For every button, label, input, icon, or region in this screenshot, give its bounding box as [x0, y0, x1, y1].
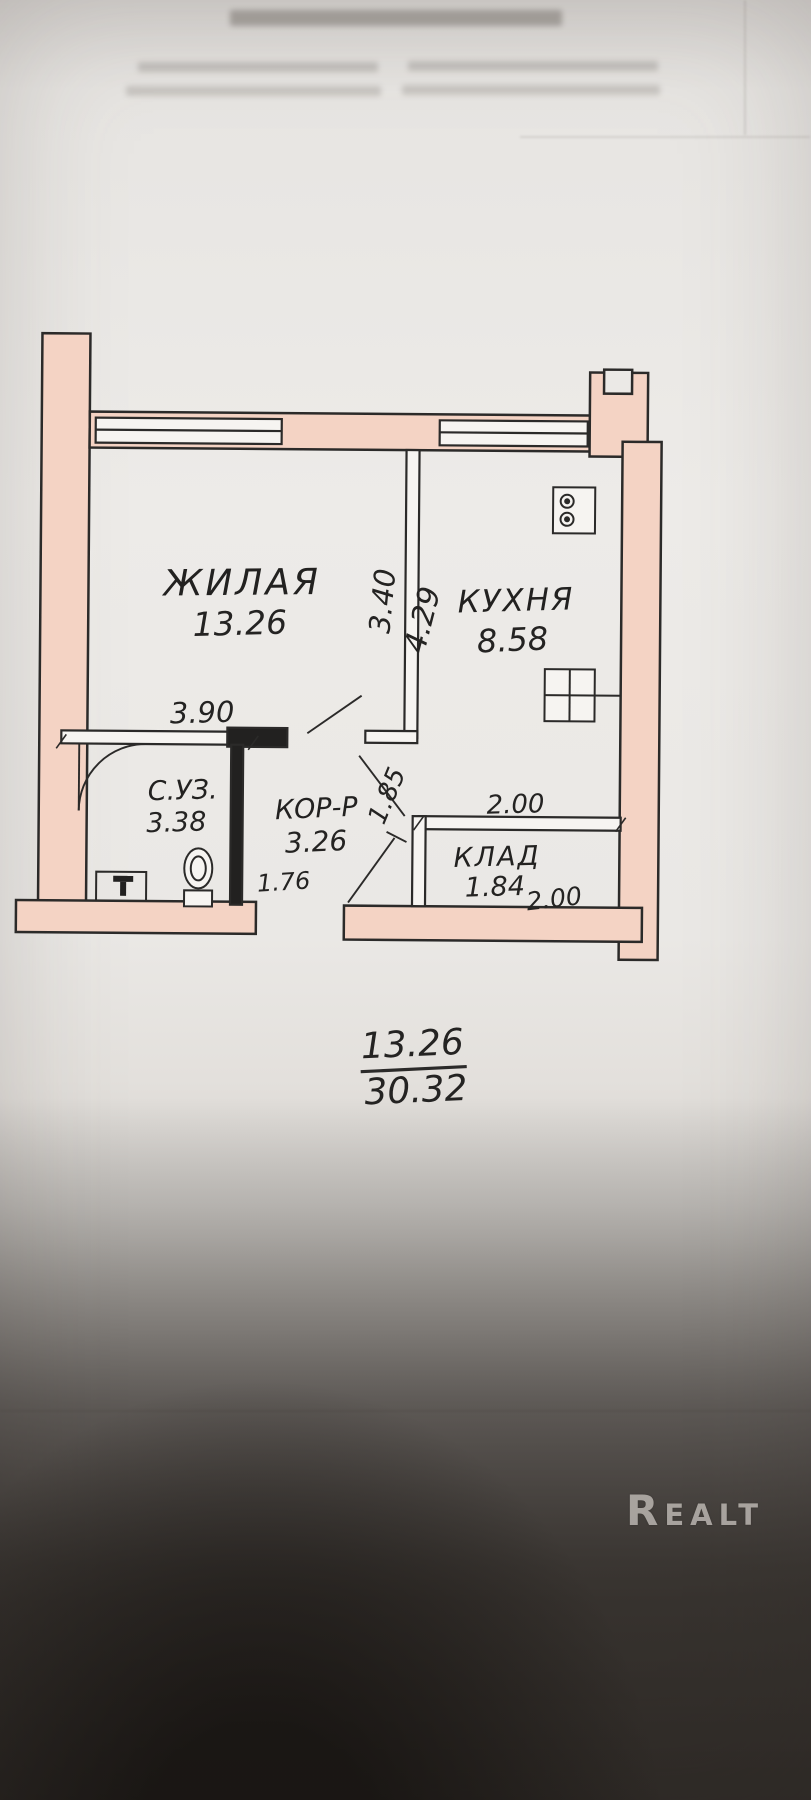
room-area-corridor: 3.26 — [284, 824, 348, 860]
room-label-corridor: КОР-Р — [274, 792, 359, 827]
dim-living-width: 3.90 — [169, 695, 234, 731]
wall-right — [617, 440, 663, 962]
partition-jog — [364, 729, 419, 745]
wall-bottom-right — [342, 904, 644, 944]
room-label-bathroom: С.УЗ. — [147, 774, 218, 807]
wall-left — [36, 331, 92, 929]
partition-bathroom-corridor — [228, 743, 245, 906]
dim-closet-width-top: 2.00 — [486, 789, 545, 821]
entrance-door-leaf — [347, 837, 396, 904]
room-area-closet: 1.84 — [464, 871, 525, 904]
toilet-icon — [182, 847, 214, 908]
bathroom-door-arc — [77, 743, 147, 811]
room-label-living: ЖИЛАЯ — [161, 562, 321, 605]
dim-living-depth: 3.40 — [362, 567, 402, 635]
window-living-midline — [95, 428, 282, 433]
window-kitchen-midline — [439, 431, 588, 435]
area-summary: 13.26 30.32 — [360, 1022, 469, 1114]
realt-watermark: Realt — [626, 1486, 765, 1535]
washbasin-icon — [95, 870, 148, 902]
partition-living-bathroom — [60, 729, 255, 746]
dim-corridor-opening: 1.85 — [363, 763, 413, 828]
kitchen-sink-icon — [543, 668, 621, 723]
stove-icon — [551, 486, 597, 535]
living-door-leaf — [306, 694, 363, 735]
summary-living-total: 13.26 — [360, 1022, 465, 1068]
room-area-kitchen: 8.58 — [476, 619, 549, 660]
entrance-door-tick — [386, 831, 407, 843]
room-label-closet: КЛАД — [453, 841, 541, 874]
pilaster-notch — [602, 368, 634, 396]
wall-bottom-left — [14, 898, 258, 936]
room-area-living: 13.26 — [192, 602, 288, 644]
summary-overall-total: 30.32 — [364, 1068, 469, 1114]
room-label-kitchen: КУХНЯ — [457, 581, 575, 620]
dim-entrance-width: 1.76 — [256, 866, 311, 897]
room-area-bathroom: 3.38 — [146, 806, 207, 839]
